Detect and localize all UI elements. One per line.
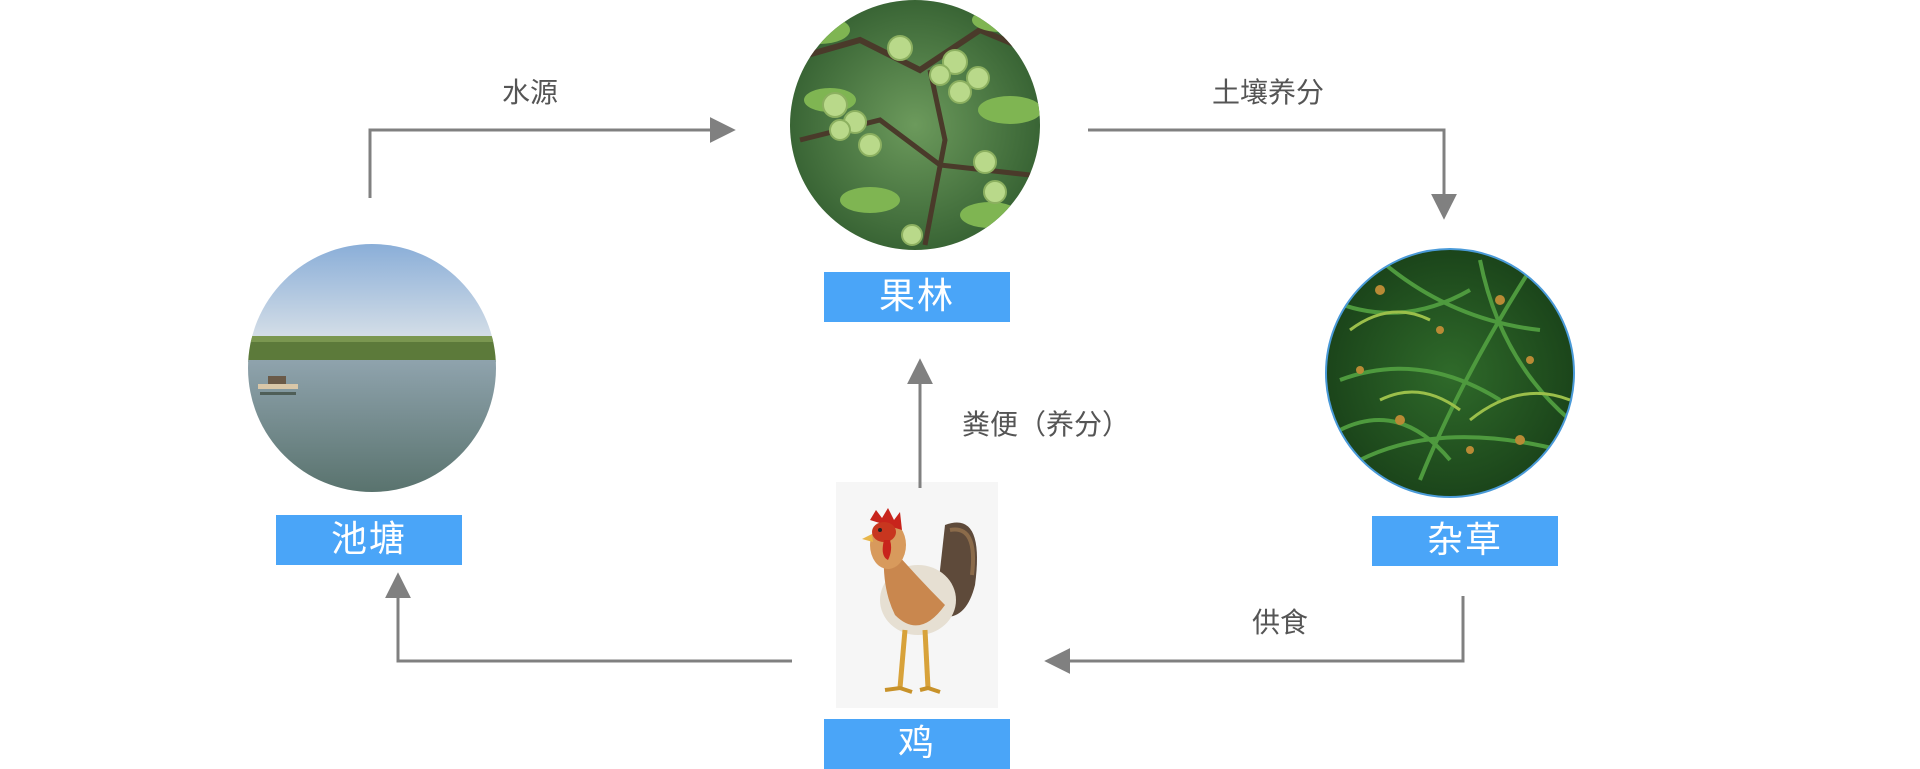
edge-label-water-source: 水源: [502, 76, 559, 109]
arrow-chicken-to-pond: [385, 572, 792, 663]
edge-label-soil-nutrients: 土壤养分: [1212, 76, 1325, 109]
orchard-photo-icon: [790, 0, 1040, 250]
arrow-weeds-to-chicken: [1044, 596, 1465, 674]
grass-photo-icon: [1326, 249, 1574, 497]
arrow-orchard-to-weeds: [1088, 128, 1457, 220]
edge-label-feeding: 供食: [1252, 606, 1309, 639]
arrow-pond-to-orchard: [368, 117, 736, 198]
node-label-chicken: 鸡: [824, 719, 1010, 769]
node-label-pond: 池塘: [276, 515, 462, 565]
rooster-photo-icon: [836, 482, 998, 708]
pond-photo-icon: [248, 244, 496, 492]
grass-photo-border: [1325, 248, 1575, 498]
node-label-weeds: 杂草: [1372, 516, 1558, 566]
node-label-orchard: 果林: [824, 272, 1010, 322]
edge-label-manure: 粪便（养分）: [962, 408, 1131, 441]
